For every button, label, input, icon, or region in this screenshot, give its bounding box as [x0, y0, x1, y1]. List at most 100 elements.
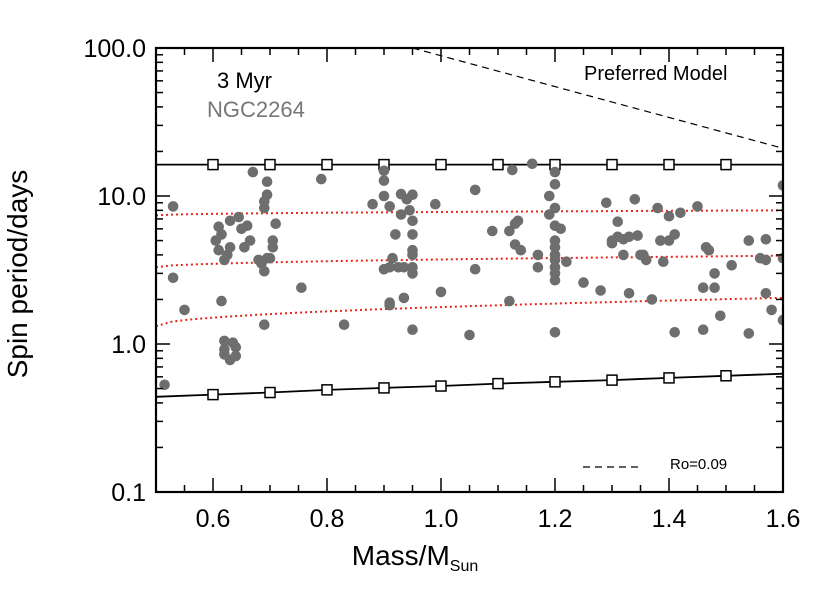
x-tick-label: 1.2 [538, 505, 573, 533]
lower-bound-marker [663, 372, 675, 384]
data-point [241, 220, 253, 231]
data-point [515, 244, 527, 256]
data-point [766, 304, 777, 316]
data-point [663, 210, 675, 222]
data-point [760, 254, 772, 266]
data-point [709, 282, 720, 294]
data-point [601, 197, 612, 209]
data-point [390, 229, 401, 240]
data-point [655, 235, 666, 246]
data-point [760, 234, 772, 245]
data-point [267, 235, 279, 246]
data-point [658, 256, 669, 268]
data-point [743, 328, 755, 339]
data-point [595, 285, 606, 296]
data-point [549, 242, 561, 253]
data-point [692, 201, 703, 212]
x-tick-label: 0.8 [310, 505, 345, 533]
upper-bound-marker [207, 158, 219, 171]
data-point [549, 179, 561, 190]
data-point [407, 215, 418, 227]
data-point [697, 324, 709, 336]
data-point [378, 175, 390, 186]
ro-legend-label: Ro=0.09 [670, 456, 728, 473]
data-point [407, 229, 418, 240]
data-point [247, 166, 259, 178]
data-point [715, 310, 726, 322]
data-point [233, 211, 244, 223]
y-axis-label: Spin period/days [2, 169, 33, 379]
data-point [555, 223, 566, 235]
data-point [244, 235, 256, 246]
data-point [387, 252, 398, 264]
data-point [167, 201, 179, 212]
data-point [435, 286, 447, 298]
x-tick-label: 1.6 [766, 505, 801, 533]
data-point [709, 268, 720, 279]
data-point [549, 202, 561, 214]
y-tick-label: 0.1 [111, 479, 146, 507]
data-point [384, 201, 396, 212]
data-point [398, 292, 410, 304]
data-point [469, 263, 481, 275]
data-point [407, 189, 418, 200]
data-point [261, 176, 273, 187]
data-point [259, 202, 270, 214]
data-point [618, 249, 629, 261]
data-point [578, 277, 589, 288]
data-point [640, 254, 652, 266]
data-point [159, 379, 170, 391]
data-point [549, 274, 561, 286]
lower-bound-marker [606, 374, 618, 386]
data-point [487, 225, 498, 237]
upper-bound-marker [321, 158, 333, 171]
percentile-line-2 [156, 254, 783, 269]
data-point [549, 327, 561, 338]
data-point [216, 229, 227, 240]
data-point [378, 165, 390, 177]
upper-bound-marker [492, 158, 504, 171]
data-point [669, 229, 680, 240]
data-point [623, 231, 635, 243]
data-point [549, 166, 561, 178]
data-point [629, 194, 641, 205]
x-tick-label: 1.4 [652, 505, 687, 533]
age-annotation: 3 Myr [217, 68, 272, 93]
data-point [561, 256, 572, 268]
cluster-annotation: NGC2264 [207, 97, 305, 122]
upper-bound-marker [606, 158, 618, 171]
data-point [384, 262, 396, 273]
upper-bound-marker [663, 158, 675, 171]
data-point [703, 244, 715, 256]
data-point [507, 164, 518, 176]
data-point [675, 207, 686, 219]
x-axis-label-main: Mass/M [351, 540, 450, 571]
data-point [338, 319, 350, 331]
data-point [230, 342, 242, 353]
percentile-line-1 [156, 209, 783, 217]
data-point [179, 304, 190, 316]
data-point [213, 244, 224, 256]
data-point [259, 266, 270, 277]
data-point [398, 262, 410, 273]
data-point [777, 180, 783, 191]
data-point [549, 254, 561, 266]
lower-bound-marker [378, 382, 390, 394]
data-point [367, 198, 378, 210]
data-point [623, 288, 635, 299]
data-point [469, 184, 481, 196]
data-point [430, 198, 441, 210]
data-point [697, 282, 709, 294]
model-annotation: Preferred Model [584, 63, 728, 85]
data-point [512, 215, 524, 227]
lower-bound-marker [207, 388, 219, 401]
data-point [230, 350, 242, 362]
data-point [261, 189, 273, 200]
ro-line [412, 48, 783, 149]
data-point [526, 158, 538, 170]
lower-bound-marker [720, 370, 732, 382]
x-tick-label: 1.0 [424, 505, 459, 533]
y-tick-label: 100.0 [83, 35, 146, 63]
lower-bound-marker [435, 380, 447, 392]
